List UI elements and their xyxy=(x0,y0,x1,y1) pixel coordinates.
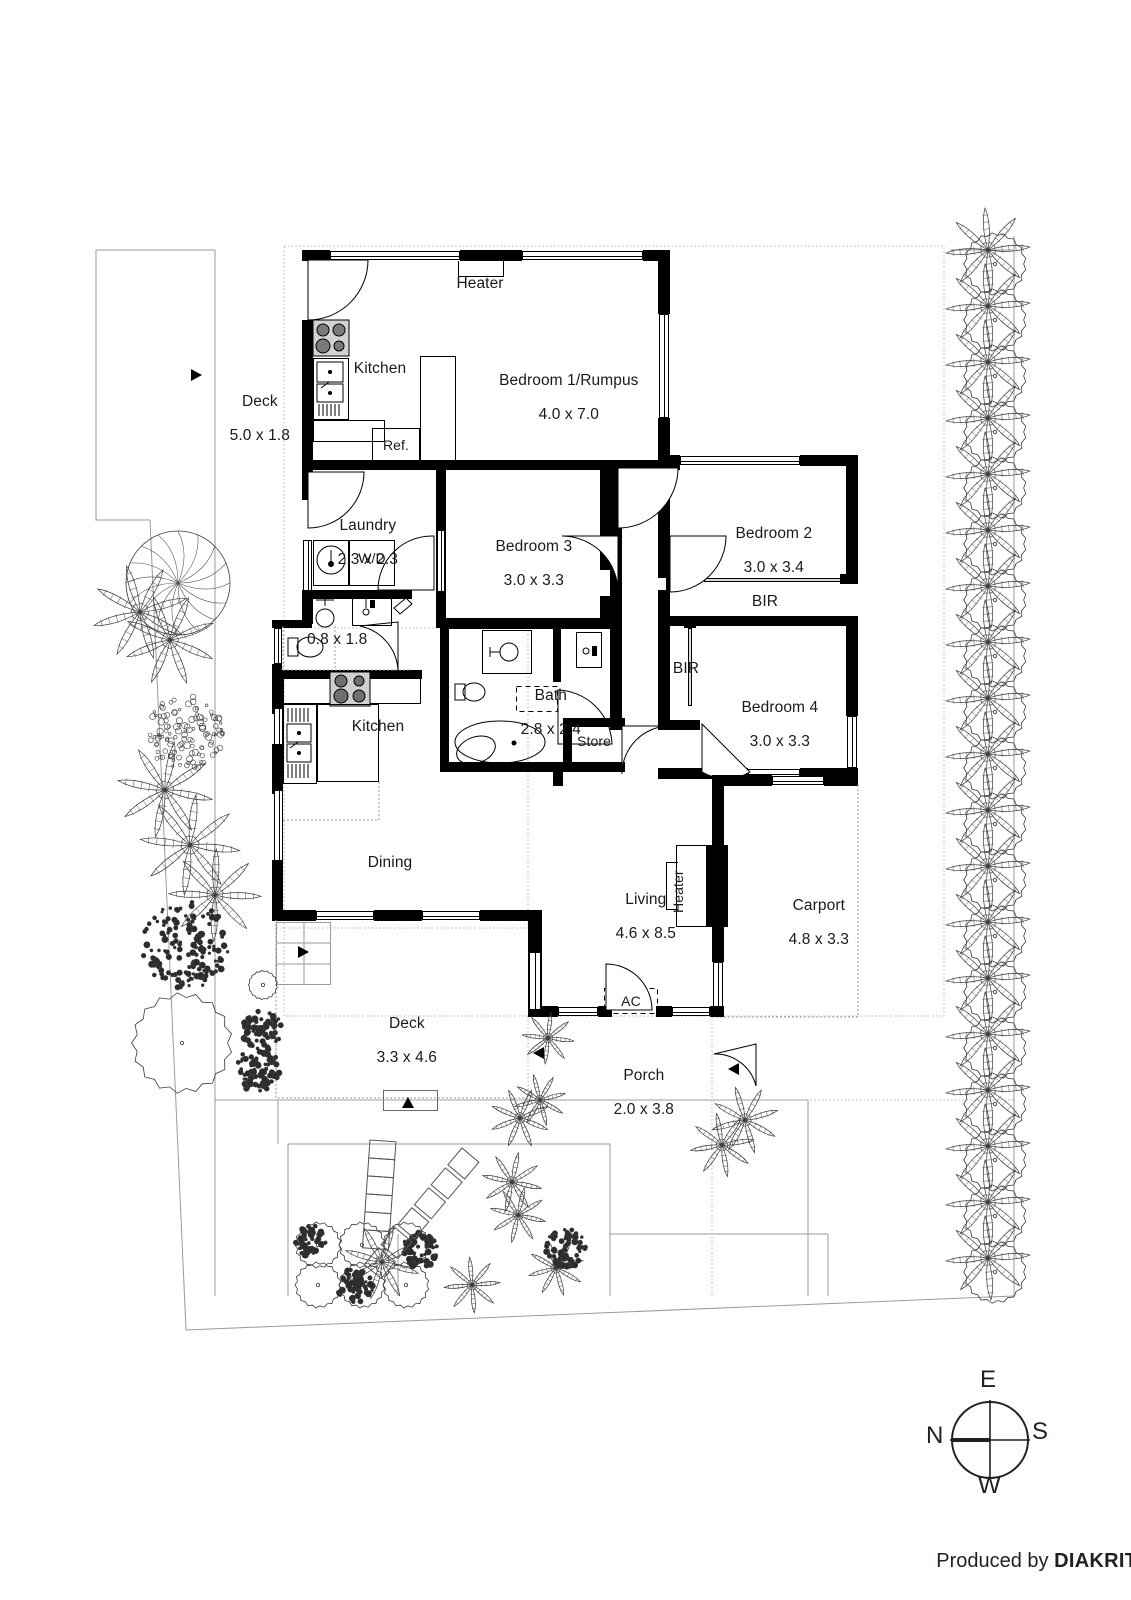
bath-name: Bath xyxy=(535,687,567,704)
carport-dims: 4.8 x 3.3 xyxy=(789,931,849,948)
deck-main-name: Deck xyxy=(389,1015,425,1032)
compass-label-s: S xyxy=(1032,1418,1048,1446)
laundry-label: Laundry 2.3 x 2.3 xyxy=(303,500,415,585)
bir-lower-label: BIR xyxy=(648,660,724,677)
kitchen-main-label: Kitchen xyxy=(330,718,426,735)
producer-brand: DIAKRIT xyxy=(1054,1550,1131,1572)
bir-upper-label: BIR xyxy=(720,593,810,610)
compass-rose: E S W N xyxy=(930,1380,1050,1500)
bedroom3-name: Bedroom 3 xyxy=(495,538,572,555)
producer-credit: Produced by DIAKRIT xyxy=(914,1527,1131,1596)
ref-label: Ref. xyxy=(372,437,420,453)
bedroom2-name: Bedroom 2 xyxy=(735,525,812,542)
wd-label: W/D xyxy=(349,550,395,566)
deck-top-label: Deck 5.0 x 1.8 xyxy=(193,376,309,461)
bedroom2-label: Bedroom 2 3.0 x 3.4 xyxy=(700,508,830,593)
deck-top-name: Deck xyxy=(242,393,278,410)
store-label: Store xyxy=(567,733,621,749)
compass-label-w: W xyxy=(978,1472,1001,1500)
bedroom3-dims: 3.0 x 3.3 xyxy=(504,572,564,589)
bedroom1-name: Bedroom 1/Rumpus xyxy=(499,372,638,389)
deck-main-dims: 3.3 x 4.6 xyxy=(377,1049,437,1066)
bedroom4-dims: 3.0 x 3.3 xyxy=(750,733,810,750)
ac-label: AC xyxy=(606,993,656,1009)
carport-label: Carport 4.8 x 3.3 xyxy=(742,880,878,965)
deck-top-dims: 5.0 x 1.8 xyxy=(230,427,290,444)
producer-prefix: Produced by xyxy=(936,1550,1054,1572)
porch-dims: 2.0 x 3.8 xyxy=(614,1101,674,1118)
dining-label: Dining xyxy=(340,854,440,871)
bedroom1-label: Bedroom 1/Rumpus 4.0 x 7.0 xyxy=(452,355,668,440)
compass-label-n: N xyxy=(926,1422,943,1450)
bedroom3-label: Bedroom 3 3.0 x 3.3 xyxy=(460,521,590,606)
heater-living-label: Heater xyxy=(670,856,688,928)
porch-name: Porch xyxy=(623,1067,664,1084)
bedroom1-dims: 4.0 x 7.0 xyxy=(539,406,599,423)
kitchen-top-label: Kitchen xyxy=(332,360,428,377)
living-name: Living xyxy=(625,891,666,908)
porch-label: Porch 2.0 x 3.8 xyxy=(567,1050,703,1135)
wc-dims-label: 0.8 x 1.8 xyxy=(307,631,403,648)
bedroom4-label: Bedroom 4 3.0 x 3.3 xyxy=(706,682,836,767)
laundry-name: Laundry xyxy=(339,517,396,534)
bedroom2-dims: 3.0 x 3.4 xyxy=(744,559,804,576)
deck-main-label: Deck 3.3 x 4.6 xyxy=(340,998,456,1083)
compass-label-e: E xyxy=(980,1366,996,1394)
bedroom4-name: Bedroom 4 xyxy=(741,699,818,716)
carport-name: Carport xyxy=(793,897,845,914)
living-dims: 4.6 x 8.5 xyxy=(616,925,676,942)
